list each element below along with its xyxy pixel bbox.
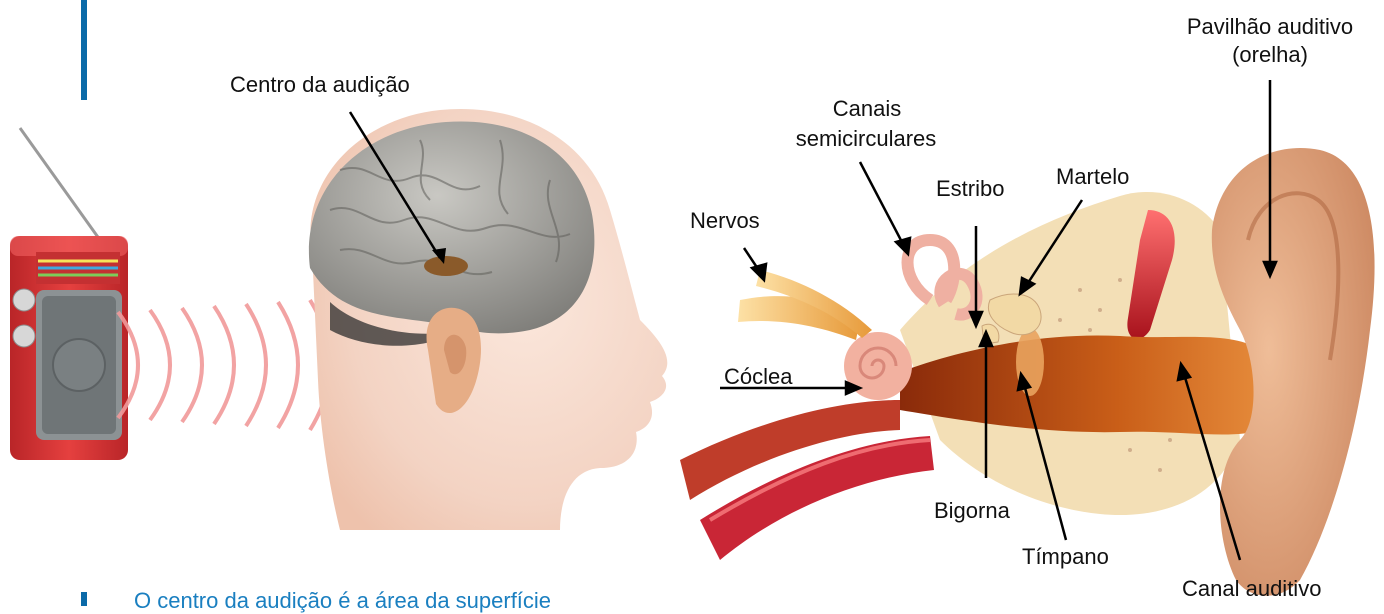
hearing-center-spot bbox=[424, 256, 468, 276]
label-martelo: Martelo bbox=[1056, 164, 1129, 190]
label-pavilhao-line2: (orelha) bbox=[1200, 42, 1340, 68]
label-timpano: Tímpano bbox=[1022, 544, 1109, 570]
head bbox=[309, 109, 667, 530]
label-coclea: Cóclea bbox=[724, 364, 792, 390]
label-canal-auditivo: Canal auditivo bbox=[1182, 576, 1321, 602]
label-semicircular-canals-line1: Canais bbox=[812, 96, 922, 122]
label-bigorna: Bigorna bbox=[934, 498, 1010, 524]
label-nervos: Nervos bbox=[690, 208, 760, 234]
label-semicircular-canals-line2: semicirculares bbox=[766, 126, 966, 152]
label-estribo: Estribo bbox=[936, 176, 1004, 202]
label-pavilhao-line1: Pavilhão auditivo bbox=[1160, 14, 1380, 40]
caption: O centro da audição é a área da superfíc… bbox=[134, 588, 551, 614]
radio bbox=[10, 128, 128, 460]
label-hearing-center: Centro da audição bbox=[230, 72, 410, 98]
